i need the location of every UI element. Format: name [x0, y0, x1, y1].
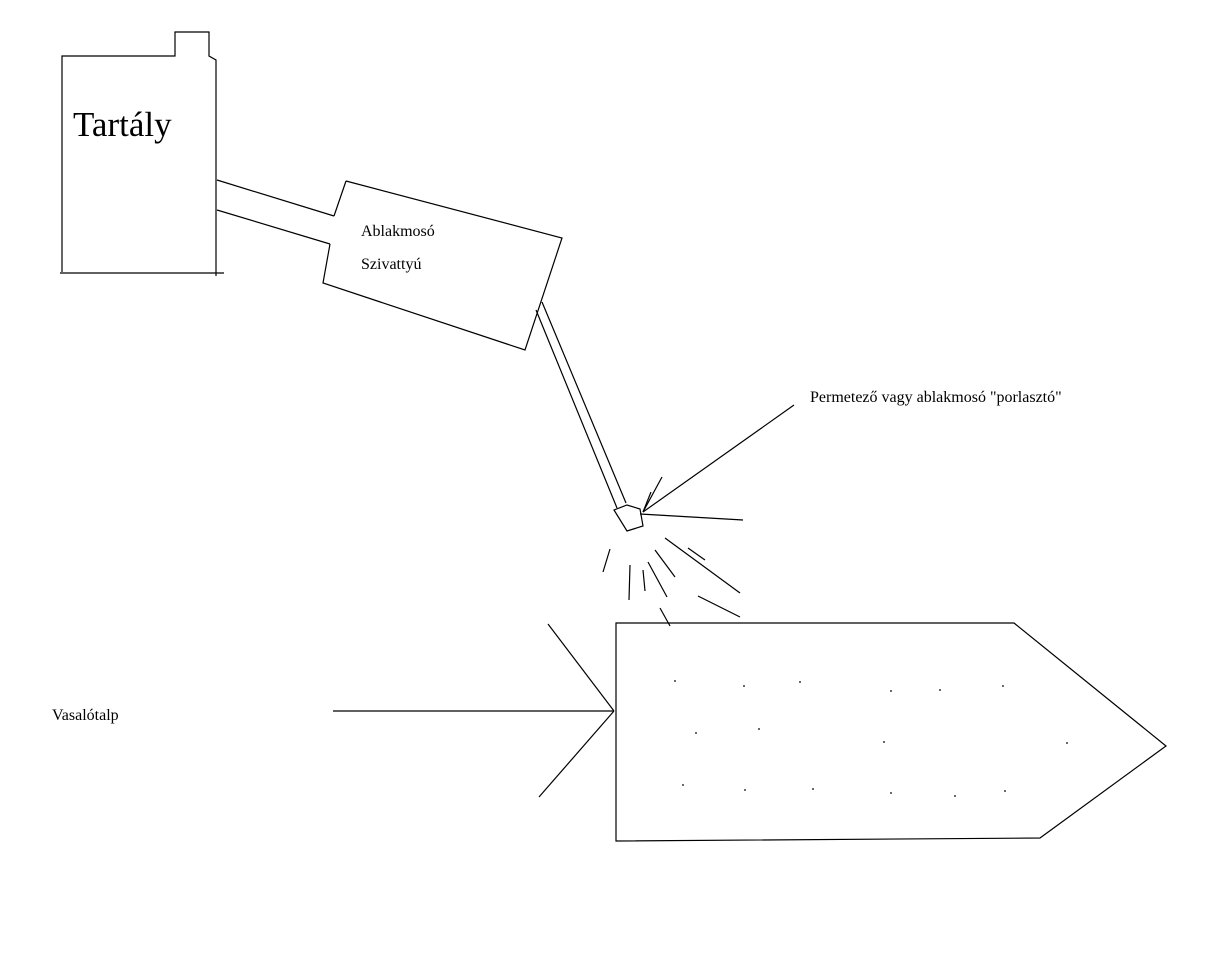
spray-line — [602, 548, 611, 573]
tank-to-pump-hose — [216, 179, 335, 245]
hose-lower-line — [216, 209, 331, 245]
spray-line — [647, 561, 668, 598]
steam-hole — [682, 784, 684, 786]
hose-right-line — [541, 301, 627, 504]
steam-hole — [758, 728, 760, 730]
nozzle-pointer-head-a — [642, 476, 663, 513]
hose-upper-line — [216, 179, 335, 217]
spray-line — [628, 564, 631, 601]
spray — [602, 513, 744, 627]
spray-line — [697, 595, 741, 618]
steam-hole — [674, 680, 676, 682]
spray-line — [687, 547, 706, 561]
nozzle-body — [613, 504, 644, 532]
steam-hole — [1066, 742, 1068, 744]
soleplate-label: Vasalótalp — [52, 707, 119, 724]
pump-label-line2: Szivattyú — [361, 256, 421, 273]
hose-left-line — [535, 309, 618, 509]
nozzle-pointer: Permetező vagy ablakmosó "porlasztó" — [642, 389, 1062, 513]
spray-line — [639, 513, 744, 521]
steam-hole — [743, 685, 745, 687]
spray-line — [654, 549, 676, 578]
steam-hole — [883, 741, 885, 743]
nozzle-pointer-shaft — [642, 404, 795, 513]
steam-hole — [799, 681, 801, 683]
spray-line — [642, 569, 646, 592]
pump-to-nozzle-hose — [535, 301, 627, 509]
steam-hole — [954, 795, 956, 797]
pump-label-line1: Ablakmosó — [361, 223, 435, 240]
steam-hole — [939, 689, 941, 691]
nozzle — [613, 504, 644, 532]
spray-line — [664, 537, 741, 594]
soleplate-pointer-head-a — [547, 623, 615, 712]
steam-hole — [1002, 685, 1004, 687]
pump: Ablakmosó Szivattyú — [322, 180, 563, 351]
soleplate-outline — [615, 622, 1167, 842]
nozzle-pointer-head-b — [642, 491, 652, 513]
pump-body — [322, 180, 563, 351]
steam-hole — [812, 788, 814, 790]
soleplate-steam-holes — [674, 680, 1068, 797]
steam-hole — [744, 789, 746, 791]
soleplate — [615, 622, 1167, 842]
nozzle-label: Permetező vagy ablakmosó "porlasztó" — [810, 389, 1062, 406]
tank-label: Tartály — [73, 105, 172, 144]
steam-hole — [1004, 790, 1006, 792]
steam-hole — [890, 792, 892, 794]
tank-body — [60, 31, 224, 276]
steam-hole — [890, 690, 892, 692]
tank: Tartály — [60, 31, 224, 276]
soleplate-pointer: Vasalótalp — [52, 623, 615, 798]
soleplate-pointer-head-b — [538, 710, 615, 798]
steam-hole — [695, 732, 697, 734]
